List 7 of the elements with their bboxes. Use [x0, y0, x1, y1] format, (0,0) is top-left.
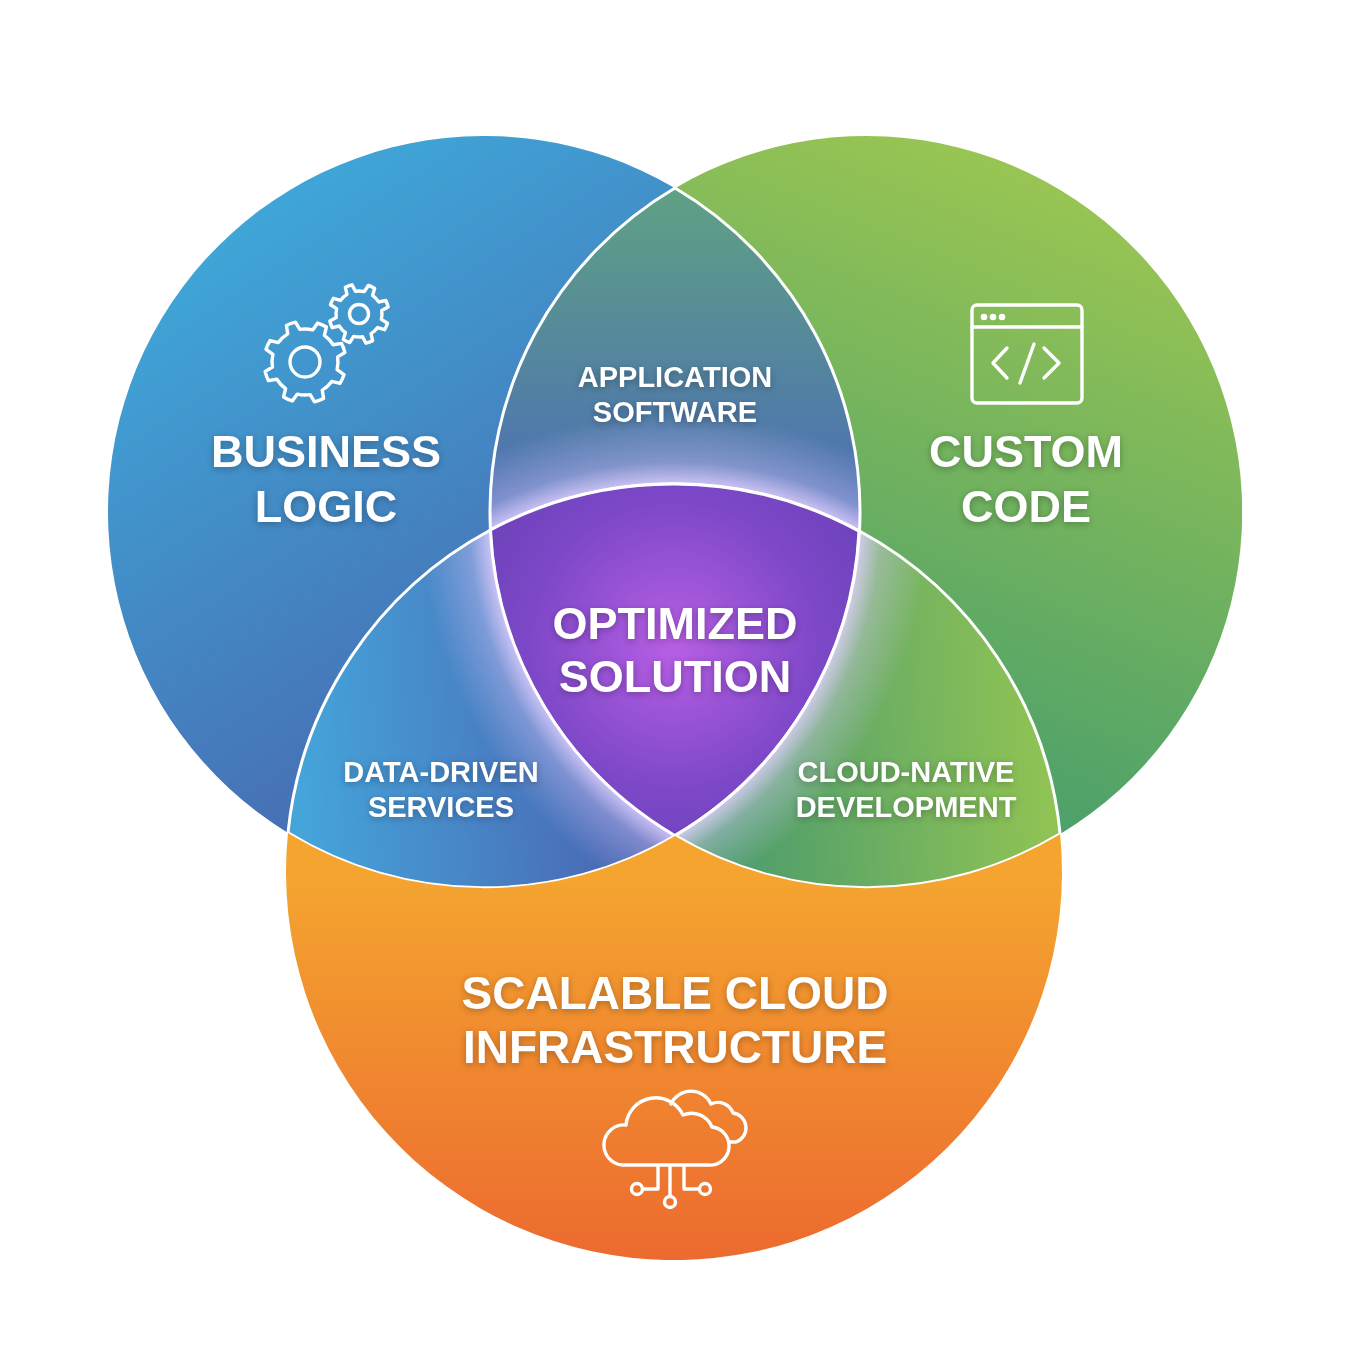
overlap-label: DATA-DRIVEN SERVICES: [342, 755, 540, 825]
circle-label: SCALABLE CLOUD INFRASTRUCTURE: [460, 965, 890, 1075]
overlap-label: APPLICATION SOFTWARE: [576, 360, 774, 430]
overlap-label: CLOUD-NATIVE DEVELOPMENT: [794, 755, 1018, 825]
circle-label: BUSINESS LOGIC: [209, 425, 442, 534]
overlap-label: OPTIMIZED SOLUTION: [551, 598, 799, 704]
circle-label: CUSTOM CODE: [927, 425, 1125, 534]
